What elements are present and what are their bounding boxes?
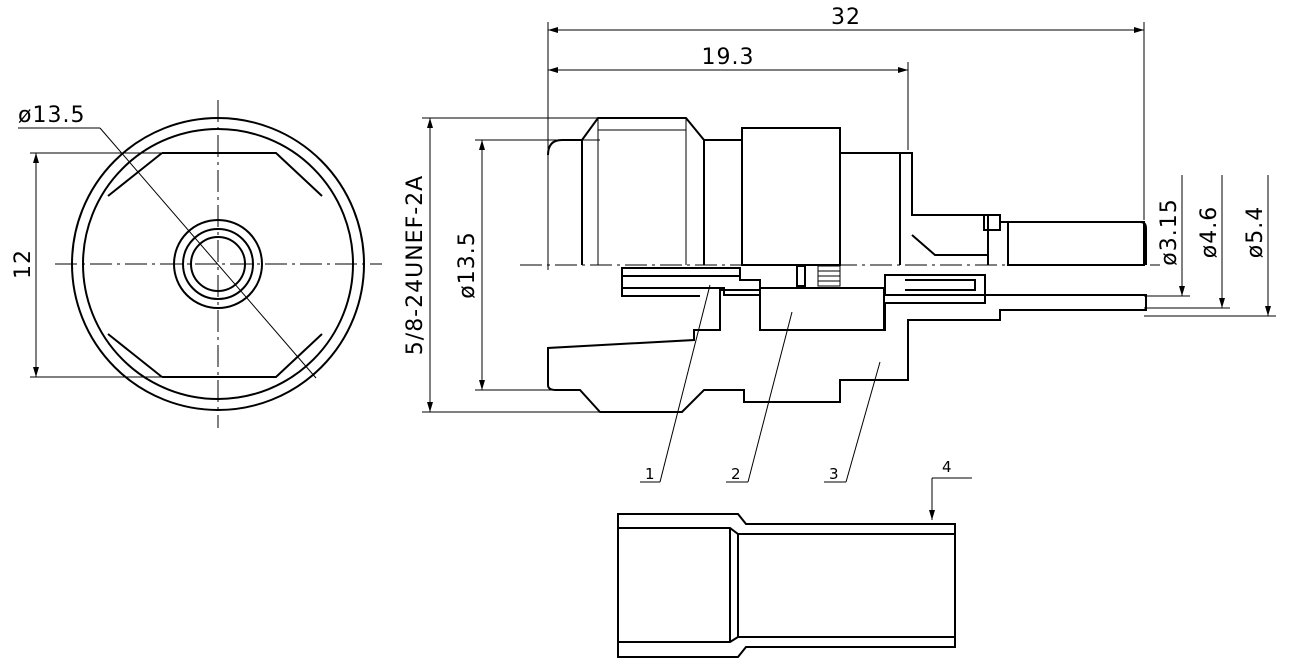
ferrule-bottom-wall: [617, 636, 956, 658]
callout-2-leader: [747, 311, 793, 483]
tail-sleeve-section: [884, 274, 986, 296]
contact-section: [621, 267, 761, 296]
crimp-ring-top: [983, 214, 1001, 231]
tail-outer-diameter-label: ø5.4: [1243, 206, 1268, 258]
pin-knurl: [1007, 221, 1145, 266]
tail-inner-diameter-label: ø4.6: [1197, 206, 1222, 258]
section-view: 5/8-24UNEF-2A ø13.5 32 19.3: [403, 5, 1276, 483]
bore-mid: [182, 228, 254, 300]
rear-step-top: [900, 152, 989, 265]
body-section-hatched: [547, 289, 1147, 413]
face-diameter-label: ø13.5: [18, 103, 85, 128]
rear-body-top: [840, 152, 901, 265]
callout-3-label: 3: [829, 465, 839, 483]
front-length-label: 19.3: [702, 45, 755, 70]
pin-spacer: [796, 265, 806, 287]
callout-1-leader: [659, 284, 711, 483]
face-dia-leader: [99, 127, 317, 379]
flat-width-label: 12: [11, 249, 36, 279]
inner-taper: [911, 234, 988, 256]
body-diameter-label: ø13.5: [455, 231, 480, 298]
ferrule-top-wall: [617, 513, 956, 535]
end-view: ø13.5 12: [11, 100, 382, 428]
thread-spec-label: 5/8-24UNEF-2A: [403, 175, 428, 355]
insulator-section: [759, 287, 885, 331]
knurl-top: [741, 127, 841, 266]
hex-flats: [107, 152, 323, 378]
callout-1-label: 1: [645, 465, 655, 483]
callout-4-label: 4: [942, 458, 952, 476]
callout-3-leader: [845, 361, 881, 483]
contact-lines: [621, 268, 740, 297]
pin-outline-top: [1000, 221, 1147, 265]
ferrule-view: 4: [617, 458, 972, 658]
nut-front-top: [547, 139, 583, 265]
overall-length-label: 32: [831, 5, 861, 30]
callout-2-label: 2: [731, 465, 741, 483]
tail-inner-lines: [905, 279, 976, 291]
pin-diameter-label: ø3.15: [1157, 198, 1182, 265]
